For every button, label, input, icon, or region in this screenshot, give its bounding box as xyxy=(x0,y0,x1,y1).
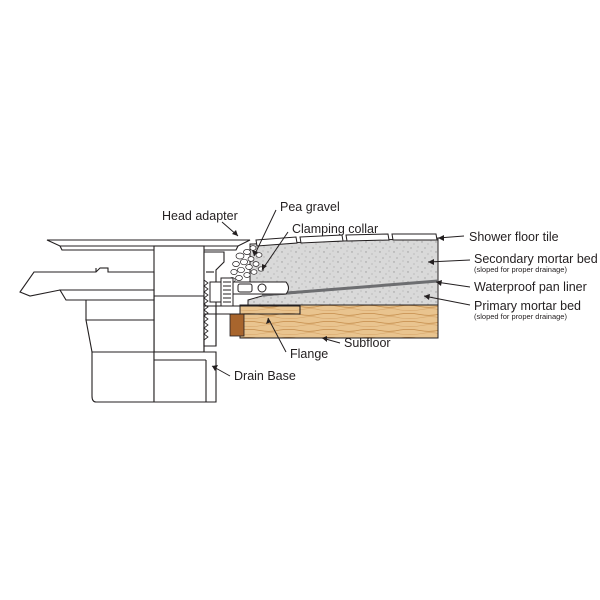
label-shower-floor-tile: Shower floor tile xyxy=(469,230,559,244)
primary-mortar-bed xyxy=(247,280,439,306)
label-clamping-collar: Clamping collar xyxy=(292,222,378,236)
pea-gravel xyxy=(228,245,265,283)
label-primary-mortar-bed: Primary mortar bed xyxy=(474,299,581,313)
drain-body xyxy=(19,267,155,353)
label-flange: Flange xyxy=(290,347,328,361)
note-secondary-mortar-bed: (sloped for proper drainage) xyxy=(474,265,567,274)
label-drain-base: Drain Base xyxy=(234,369,296,383)
leader-arrows xyxy=(212,230,444,371)
adapter-threads xyxy=(203,279,209,341)
label-waterproof-pan-liner: Waterproof pan liner xyxy=(474,280,587,294)
waterproof-pan-liner xyxy=(261,279,439,297)
note-primary-mortar-bed: (sloped for proper drainage) xyxy=(474,312,567,321)
head-adapter xyxy=(46,239,251,353)
subfloor xyxy=(229,304,439,339)
drain-base xyxy=(91,351,217,403)
label-head-adapter: Head adapter xyxy=(162,209,238,223)
label-pea-gravel: Pea gravel xyxy=(280,200,340,214)
label-secondary-mortar-bed: Secondary mortar bed xyxy=(474,252,598,266)
shower-floor-tile xyxy=(255,233,438,247)
label-subfloor: Subfloor xyxy=(344,336,391,350)
